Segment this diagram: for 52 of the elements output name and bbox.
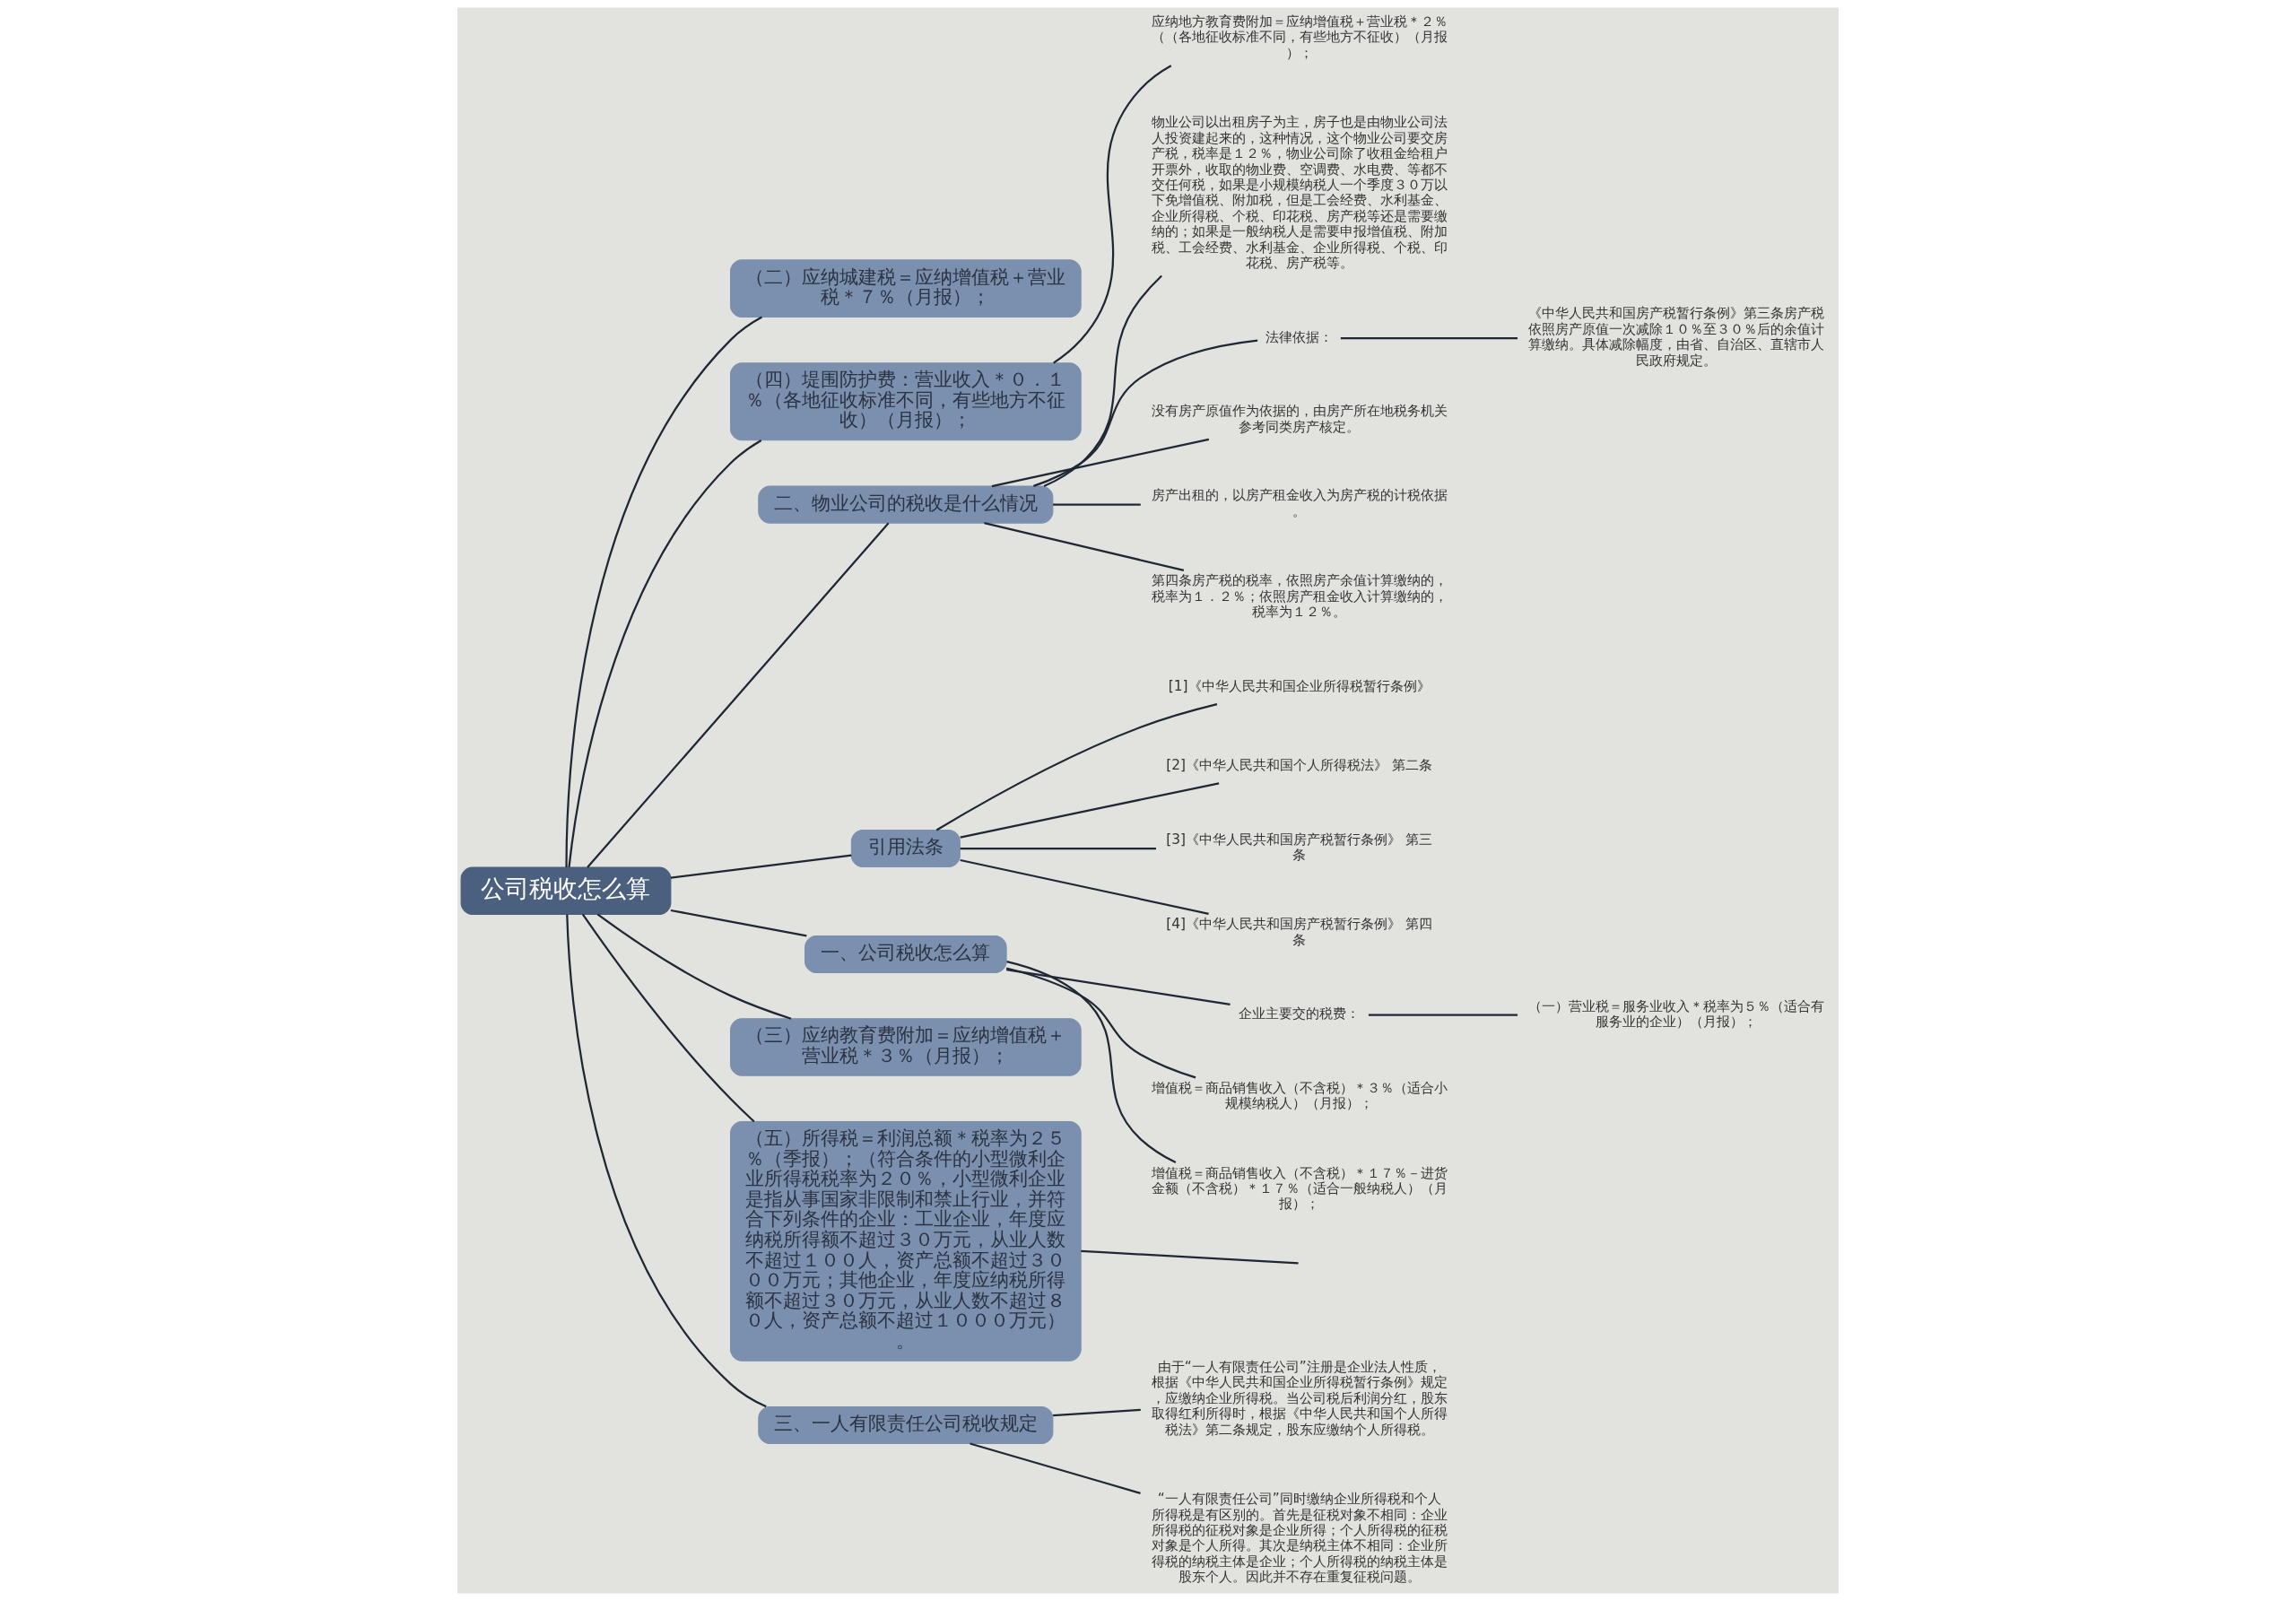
node-box: 引用法条	[850, 830, 961, 868]
connector	[1043, 274, 1162, 488]
connector	[1053, 65, 1172, 364]
connector	[984, 522, 1185, 571]
connector	[1081, 1249, 1299, 1265]
connector	[970, 1442, 1141, 1494]
node-text: 房产出租的，以房产租金收入为房产税的计税依据。	[1151, 487, 1448, 519]
connector	[1006, 969, 1231, 1005]
node-text: [2]《中华人民共和国个人所得税法》 第二条	[1166, 757, 1432, 774]
node-text: 物业公司以出租房子为主，房子也是由物业公司法人投资建起来的，这种情况，这个物业公司要交房产税，税率是１２％，物业公司除了收租金给租户开票外，收取的物业费、空调费、水电费、等都不交任何税，如果是小规模纳税人一个季度３０万以下免增值税、附加税，但是工会经费、水利基金、企业所得税、个税、印花税、房产税等还是需要缴纳的；如果是一般纳税人是需要申报增值税、附加税、工会经费、水利基金、企业所得税、个税、印花税、房产税等。	[1151, 114, 1448, 272]
node-text: [1]《中华人民共和国企业所得税暂行条例》	[1168, 678, 1431, 695]
connector	[565, 316, 763, 868]
node-text: 第四条房产税的税率，依照房产余值计算缴纳的，税率为１．２％；依照房产租金收入计算缴纳的，税率为１２％。	[1151, 572, 1448, 621]
connector	[1340, 336, 1518, 340]
connector	[960, 782, 1220, 839]
node-text: 没有房产原值作为依据的，由房产所在地税务机关参考同类房产核定。	[1151, 403, 1448, 435]
node-text: 应纳地方教育费附加＝应纳增值税＋营业税＊２％（（各地征收标准不同，有些地方不征收）（月报）；	[1151, 13, 1448, 61]
node-text: 《中华人民共和国房产税暂行条例》第三条房产税依照房产原值一次减除１０％至３０％后的余值计算缴纳。具体减除幅度，由省、自治区、直辖市人民政府规定。	[1528, 305, 1825, 369]
node-text: 增值税＝商品销售收入（不含税）＊３％（适合小规模纳税人）（月报）；	[1151, 1079, 1448, 1112]
node-box: （二）应纳城建税＝应纳增值税＋营业税＊７％（月报）；	[730, 259, 1082, 318]
connector	[960, 847, 1156, 850]
node-box: 一、公司税收怎么算	[804, 935, 1007, 973]
node-text: 企业主要交的税费：	[1239, 1005, 1361, 1022]
node-box: （三）应纳教育费附加＝应纳增值税＋营业税＊３％（月报）；	[730, 1018, 1082, 1076]
node-text: 增值税＝商品销售收入（不含税）＊１７％－进货金额（不含税）＊１７％（适合一般纳税人）（月报）；	[1151, 1164, 1448, 1213]
connector	[935, 703, 1218, 831]
connector	[1033, 339, 1258, 487]
connector	[670, 854, 852, 879]
connector	[568, 439, 762, 868]
connector	[670, 909, 807, 937]
connector	[960, 858, 1209, 915]
node-text: 由于“一人有限责任公司”注册是企业法人性质，根据《中华人民共和国企业所得税暂行条例》规定，应缴纳企业所得税。当公司税后利润分红，股东取得红利所得时，根据《中华人民共和国个人所得税法》第二条规定，股东应缴纳个人所得税。	[1151, 1358, 1448, 1438]
connector	[587, 522, 890, 868]
connector	[1005, 967, 1196, 1079]
connector	[581, 913, 755, 1123]
node-box: （五）所得税＝利润总额＊税率为２５％（季报）；（符合条件的小型微利企业所得税税率为２０％，小型微利企业是指从事国家非限制和禁止行业，并符合下列条件的企业：工业企业，年度应纳税所得额不超过３０万元，从业人数不超过１００人，资产总额不超过３０００万元；其他企业，年度应纳税所得额不超过３０万元，从业人数不超过８０人，资产总额不超过１０００万元）。	[730, 1121, 1082, 1362]
node-text: [4]《中华人民共和国房产税暂行条例》 第四条	[1166, 916, 1432, 948]
connector	[1053, 1408, 1141, 1417]
node-box: （四）堤围防护费：营业收入＊０．１％（各地征收标准不同，有些地方不征收）（月报）；	[730, 362, 1082, 441]
connector	[1006, 961, 1177, 1164]
node-box: 三、一人有限责任公司税收规定	[758, 1405, 1054, 1444]
node-box: 公司税收怎么算	[460, 866, 672, 915]
connector	[1368, 1014, 1518, 1016]
node-text: 法律依据：	[1265, 328, 1334, 345]
connector	[991, 438, 1210, 488]
connector	[566, 914, 767, 1408]
node-text: “一人有限责任公司”同时缴纳企业所得税和个人所得税是有区别的。首先是征税对象不相同：企业所得税的征税对象是企业所得；个人所得税的征税对象是个人所得。其次是纳税主体不相同：企业所得税的纳税主体是企业；个人所得税的纳税主体是股东个人。因此并不存在重复征税问题。	[1151, 1491, 1448, 1586]
connector	[596, 913, 792, 1020]
node-box: 二、物业公司的税收是什么情况	[758, 485, 1054, 524]
node-text: （一）营业税＝服务业收入＊税率为５％（适合有服务业的企业）（月报）；	[1528, 997, 1825, 1030]
connector	[1053, 503, 1141, 506]
node-text: [3]《中华人民共和国房产税暂行条例》 第三条	[1166, 831, 1432, 864]
